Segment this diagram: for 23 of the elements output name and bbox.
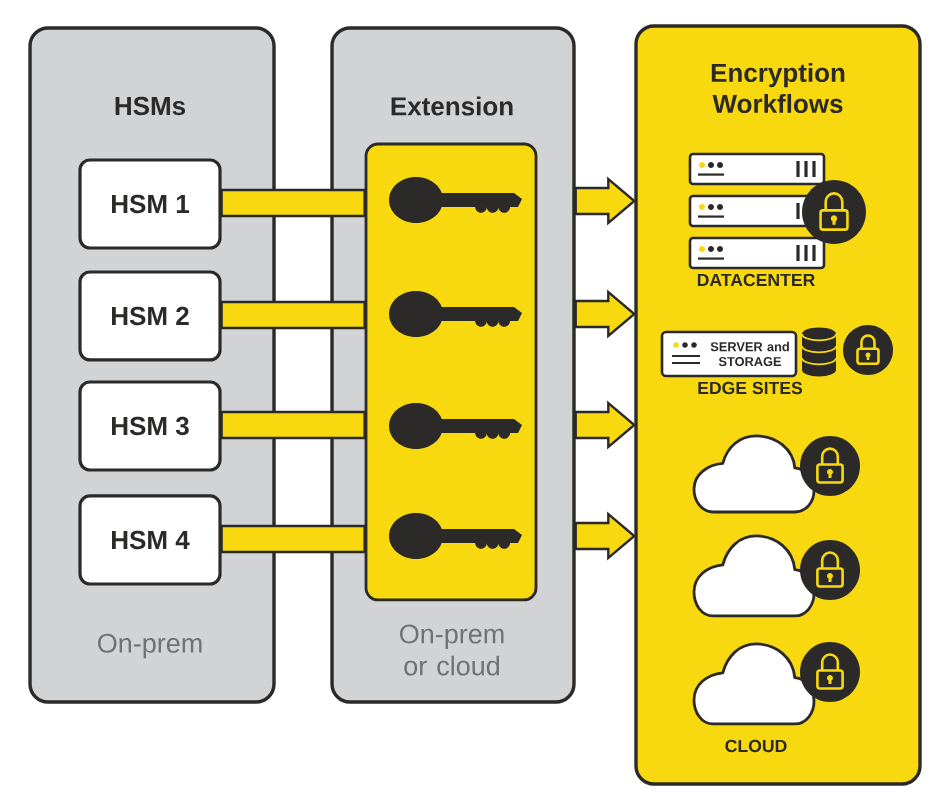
panel-title: Encryption Workflows bbox=[711, 62, 845, 113]
connector-bar bbox=[220, 410, 366, 440]
connector-bar bbox=[220, 524, 366, 554]
hsm-box: HSM 1 bbox=[78, 158, 222, 250]
category-label: CLOUD bbox=[725, 739, 787, 753]
block-arrow bbox=[574, 176, 637, 226]
cloud-shape bbox=[692, 642, 816, 726]
hsm-box: HSM 3 bbox=[78, 380, 222, 472]
cloud-shape bbox=[692, 434, 816, 514]
category-label: DATACENTER bbox=[697, 273, 815, 287]
block-arrow bbox=[574, 289, 637, 339]
hsm-box: HSM 2 bbox=[78, 270, 222, 362]
panel-title: HSMs bbox=[115, 96, 186, 116]
cloud-shape bbox=[692, 534, 816, 618]
category-label: EDGE SITES bbox=[698, 381, 803, 395]
panel-caption: On-prem or cloud bbox=[400, 624, 504, 676]
panel-title: Extension bbox=[391, 96, 513, 116]
connector-bar bbox=[220, 188, 366, 218]
hsm-box: HSM 4 bbox=[78, 494, 222, 586]
block-arrow bbox=[574, 400, 637, 450]
panel-caption: On-prem bbox=[98, 633, 202, 659]
block-arrow bbox=[574, 511, 637, 561]
connector-bar bbox=[220, 300, 366, 330]
